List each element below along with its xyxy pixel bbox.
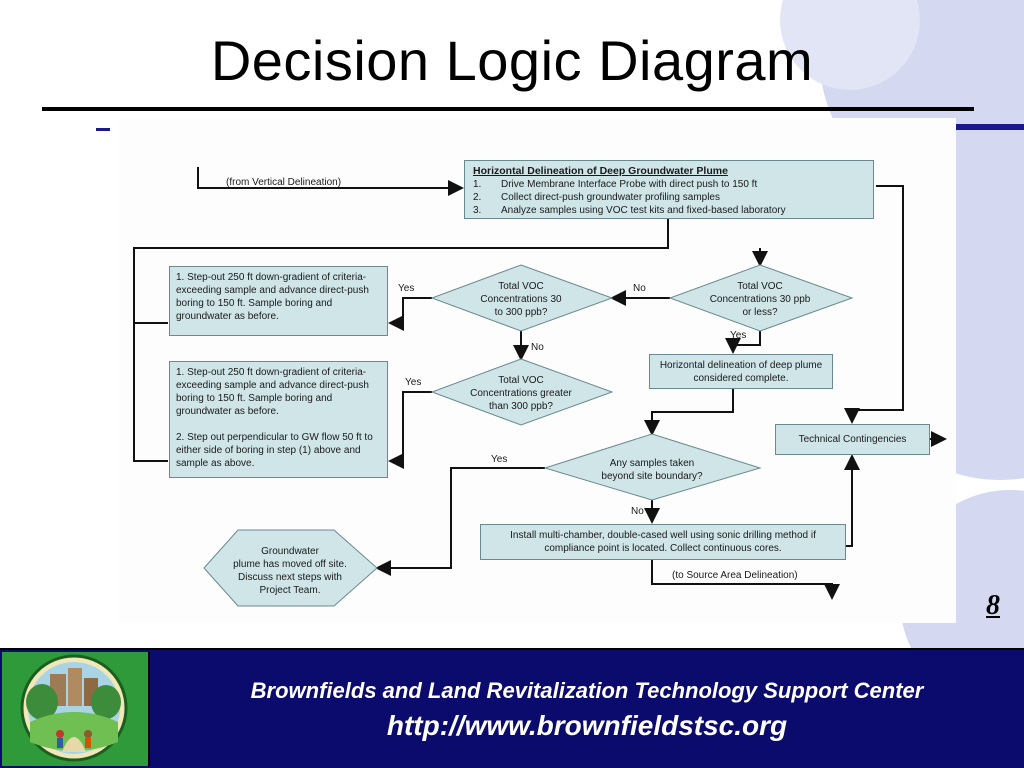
footer-bar: Brownfields and Land Revitalization Tech… (0, 648, 1024, 768)
connector-complete-to-boundary (644, 389, 734, 436)
main-delineation-box: Horizontal Delineation of Deep Groundwat… (464, 160, 874, 219)
label-yes-boundary: Yes (491, 454, 508, 465)
main-box-heading: Horizontal Delineation of Deep Groundwat… (473, 165, 728, 177)
main-step-2: 2.Collect direct-push groundwater profil… (473, 192, 720, 203)
technical-contingencies-box: Technical Contingencies (775, 424, 930, 455)
stepout-box-2-item2: 2. Step out perpendicular to GW flow 50 … (176, 432, 373, 469)
offsite-line2: plume has moved off site. (233, 559, 347, 570)
decision-30-300-line1: Total VOC (498, 281, 544, 292)
offsite-line4: Project Team. (260, 585, 321, 596)
decision-gt300-line3: than 300 ppb? (489, 401, 553, 412)
delineation-complete-text: Horizontal delineation of deep plume con… (659, 359, 823, 384)
label-no-30ppb: No (633, 283, 646, 294)
decision-gt300-line2: Concentrations greater (470, 388, 572, 399)
connector-main-to-loop (133, 219, 669, 462)
label-no-30-300: No (531, 342, 544, 353)
decision-30ppb-line3: or less? (742, 307, 777, 318)
connector-install-to-contingencies (844, 454, 860, 547)
connector-yes-boundary (375, 467, 545, 576)
stepout-box-1: 1. Step-out 250 ft down-gradient of crit… (169, 266, 388, 336)
main-step-1: 1.Drive Membrane Interface Probe with di… (473, 179, 758, 190)
offsite-hexagon (203, 529, 378, 607)
page-number: 8 (986, 590, 1000, 621)
label-yes-30ppb: Yes (730, 330, 747, 341)
offsite-line3: Discuss next steps with (238, 572, 342, 583)
footer-logo-cell (2, 652, 150, 766)
offsite-line1: Groundwater (261, 546, 319, 557)
slide-title: Decision Logic Diagram (210, 29, 814, 92)
input-label: (from Vertical Delineation) (226, 177, 342, 188)
connector-yes-30-300 (388, 297, 432, 331)
decision-30ppb-diamond (668, 264, 854, 332)
bullet-dash (96, 128, 110, 131)
decision-30-300-line2: Concentrations 30 (480, 294, 562, 305)
decision-boundary-line1: Any samples taken (610, 458, 695, 469)
footer-org-name: Brownfields and Land Revitalization Tech… (250, 678, 924, 703)
brownfields-logo (20, 654, 128, 762)
title-underline (42, 107, 974, 111)
label-yes-30-300: Yes (398, 283, 415, 294)
label-yes-gt300: Yes (405, 377, 422, 388)
main-step-3: 3.Analyze samples using VOC test kits an… (473, 205, 786, 216)
connector-main-to-contingencies (844, 185, 904, 424)
connector-input (197, 167, 464, 196)
label-no-boundary: No (631, 506, 644, 517)
output-label: (to Source Area Delineation) (672, 570, 798, 581)
install-well-text: Install multi-chamber, double-cased well… (510, 530, 816, 554)
stepout-box-1-text: 1. Step-out 250 ft down-gradient of crit… (176, 272, 369, 322)
decision-30ppb-line1: Total VOC (737, 281, 783, 292)
connector-output (651, 559, 840, 600)
delineation-complete-box: Horizontal delineation of deep plume con… (649, 354, 833, 389)
decision-30-300-line3: to 300 ppb? (495, 307, 548, 318)
decision-boundary-line2: beyond site boundary? (601, 471, 703, 482)
footer-url[interactable]: http://www.brownfieldstsc.org (386, 710, 788, 741)
technical-contingencies-text: Technical Contingencies (798, 434, 907, 445)
stepout-box-2: 1. Step-out 250 ft down-gradient of crit… (169, 361, 388, 478)
decision-gt300-line1: Total VOC (498, 375, 544, 386)
decision-30-300-diamond (430, 264, 614, 332)
decision-30ppb-line2: Concentrations 30 ppb (710, 294, 811, 305)
stepout-box-2-item1: 1. Step-out 250 ft down-gradient of crit… (176, 367, 369, 417)
install-well-box: Install multi-chamber, double-cased well… (480, 524, 846, 560)
connector-yes-gt300 (388, 391, 432, 469)
decision-gt300-diamond (430, 358, 614, 426)
main-box-steps: 1.Drive Membrane Interface Probe with di… (473, 178, 865, 217)
connector-yes-30ppb (725, 331, 761, 354)
decision-boundary-diamond (543, 433, 762, 501)
